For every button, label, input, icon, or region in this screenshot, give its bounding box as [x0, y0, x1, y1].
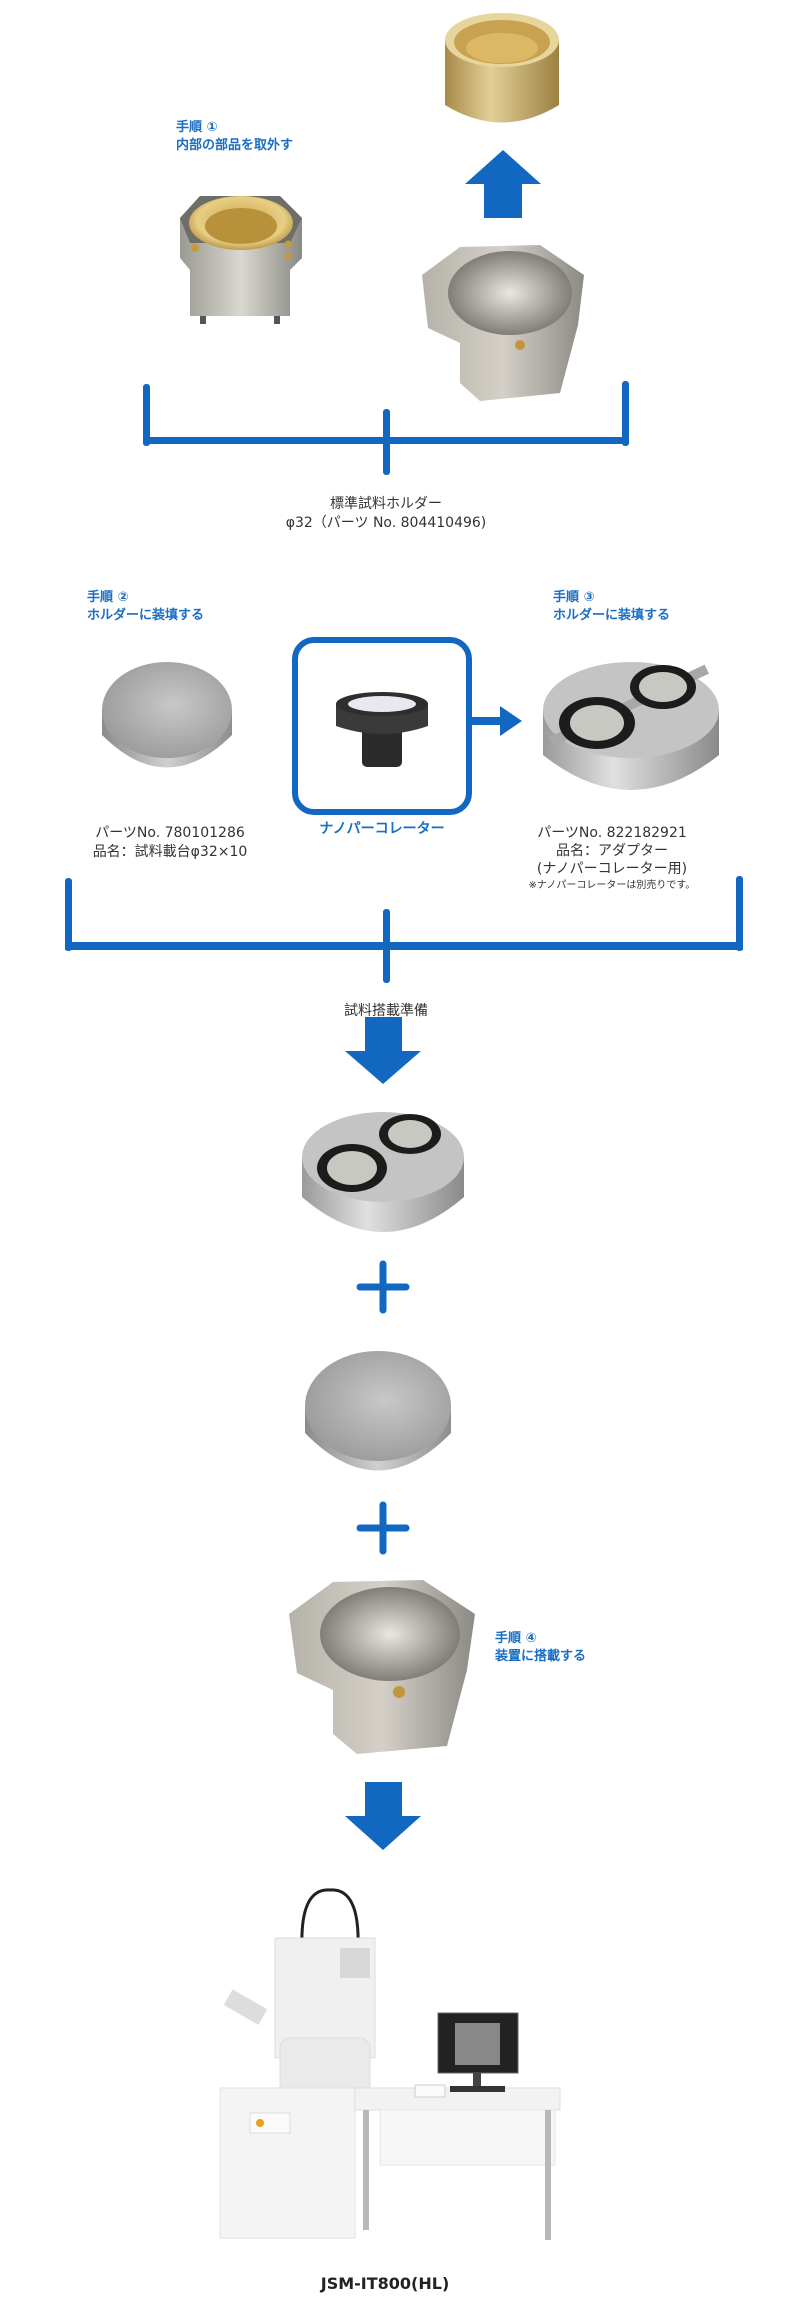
holder-caption: 標準試料ホルダー φ32（パーツ No. 804410496)	[236, 495, 536, 533]
plus-icon	[356, 1260, 410, 1314]
step2-instruction: ホルダーに装填する	[87, 608, 205, 623]
step2-number: 手順 ②	[87, 590, 129, 605]
bracket2-center-tick	[383, 909, 390, 983]
empty-holder-image-2	[289, 1580, 475, 1754]
sem-instrument-image	[219, 1888, 561, 2240]
bracket1-left	[143, 384, 150, 446]
sample-stage-image-2	[305, 1351, 451, 1471]
plus-icon	[356, 1501, 410, 1555]
adapter-name: 品名：アダプター	[556, 843, 668, 859]
stage-part-number: パーツNo. 780101286	[95, 825, 245, 841]
step1-number: 手順 ①	[176, 120, 218, 135]
step1-instruction: 内部の部品を取外す	[176, 138, 294, 153]
step1-label: 手順 ① 内部の部品を取外す	[176, 119, 293, 155]
stage-name: 品名：試料載台φ32×10	[92, 844, 248, 860]
preparation-caption: 試料搭載準備	[344, 1003, 428, 1019]
empty-holder-image	[422, 245, 584, 401]
sample-stage-image	[102, 662, 232, 768]
holder-part-number: φ32（パーツ No. 804410496)	[285, 515, 487, 531]
loaded-adapter-image	[302, 1112, 464, 1232]
bracket2-horizontal	[65, 942, 743, 950]
nanopercolator-image	[336, 692, 428, 767]
arrow-down-icon	[345, 1017, 421, 1084]
arrow-right-icon	[472, 706, 522, 736]
adapter-image	[543, 662, 719, 790]
adapter-note: ※ナノパーコレーターは別売りです。	[528, 880, 696, 891]
assembled-holder-image	[180, 196, 302, 324]
nanopercolator-highlight-box	[292, 637, 472, 815]
step2-label: 手順 ② ホルダーに装填する	[87, 589, 204, 625]
holder-name: 標準試料ホルダー	[330, 496, 442, 512]
step4-instruction: 装置に搭載する	[495, 1649, 587, 1664]
bracket1-center-tick	[383, 409, 390, 475]
sample-stage-caption: パーツNo. 780101286 品名：試料載台φ32×10	[60, 824, 280, 862]
arrow-down-icon	[345, 1782, 421, 1850]
nanopercolator-label: ナノパーコレーター	[319, 821, 445, 837]
adapter-part-number: パーツNo. 822182921	[537, 825, 687, 841]
step4-label: 手順 ④ 装置に搭載する	[495, 1630, 586, 1666]
brass-insert-image	[445, 13, 559, 123]
bracket2-left	[65, 878, 72, 951]
arrow-up-icon	[465, 150, 541, 218]
adapter-caption: パーツNo. 822182921 品名：アダプター (ナノパーコレーター用) ※…	[502, 824, 722, 893]
adapter-name-sub: (ナノパーコレーター用)	[536, 861, 688, 877]
bracket1-right	[622, 381, 629, 446]
step4-number: 手順 ④	[495, 1631, 537, 1646]
step3-number: 手順 ③	[553, 590, 595, 605]
model-name: JSM-IT800(HL)	[320, 2274, 450, 2293]
step3-label: 手順 ③ ホルダーに装填する	[553, 589, 670, 625]
bracket2-right	[736, 876, 743, 951]
step3-instruction: ホルダーに装填する	[553, 608, 671, 623]
